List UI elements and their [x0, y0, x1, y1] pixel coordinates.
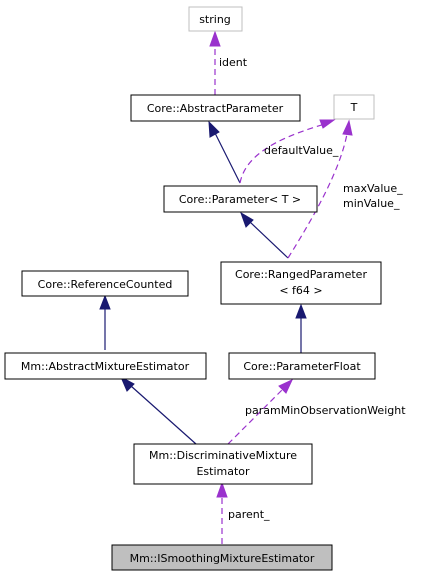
node-ismoothing-mixture-estimator-label: Mm::ISmoothingMixtureEstimator [130, 552, 315, 565]
node-discriminative-mixture-estimator-label-line2: Estimator [196, 465, 250, 478]
node-string-label: string [199, 13, 231, 26]
edge-default-value [239, 119, 336, 184]
label-max-value: maxValue_ [343, 182, 403, 195]
node-abstract-parameter[interactable]: Core::AbstractParameter [130, 94, 301, 122]
edge-mixture-inherits-refcounted [99, 294, 111, 350]
edge-paramfloat-inherits-ranged [295, 303, 307, 353]
label-ident: ident [219, 56, 248, 69]
label-min-value: minValue_ [343, 197, 400, 210]
edge-parent [216, 481, 228, 544]
node-abstract-mixture-estimator[interactable]: Mm::AbstractMixtureEstimator [4, 352, 207, 380]
node-abstract-parameter-label: Core::AbstractParameter [147, 102, 284, 115]
edge-parameter-inherits-abstract [208, 120, 241, 184]
edge-discriminative-inherits-mixture [119, 375, 197, 445]
node-parameter-float[interactable]: Core::ParameterFloat [228, 352, 376, 380]
node-abstract-mixture-estimator-label: Mm::AbstractMixtureEstimator [21, 360, 190, 373]
edge-ranged-inherits-parameter [240, 211, 289, 259]
node-ranged-parameter-label-line2: < f64 > [279, 284, 322, 297]
node-t-label: T [350, 101, 358, 114]
node-ismoothing-mixture-estimator[interactable]: Mm::ISmoothingMixtureEstimator [111, 544, 333, 571]
node-reference-counted[interactable]: Core::ReferenceCounted [21, 270, 189, 297]
node-ranged-parameter-label-line1: Core::RangedParameter [235, 268, 367, 281]
node-parameter-t[interactable]: Core::Parameter< T > [163, 185, 318, 213]
node-parameter-float-label: Core::ParameterFloat [243, 360, 361, 373]
node-string[interactable]: string [188, 6, 243, 32]
label-parent: parent_ [228, 508, 270, 521]
node-ranged-parameter[interactable]: Core::RangedParameter < f64 > [220, 261, 382, 305]
label-param-min-observation-weight: paramMinObservationWeight [245, 404, 406, 417]
node-discriminative-mixture-estimator-label-line1: Mm::DiscriminativeMixture [149, 449, 297, 462]
node-parameter-t-label: Core::Parameter< T > [179, 193, 301, 206]
label-default-value: defaultValue_ [264, 144, 339, 157]
edge-param-min-observation-weight [227, 378, 294, 445]
edge-ident [209, 30, 221, 95]
node-reference-counted-label: Core::ReferenceCounted [38, 278, 173, 291]
node-t[interactable]: T [333, 94, 375, 120]
edge-max-min-value [287, 119, 353, 259]
node-discriminative-mixture-estimator[interactable]: Mm::DiscriminativeMixture Estimator [133, 443, 313, 485]
